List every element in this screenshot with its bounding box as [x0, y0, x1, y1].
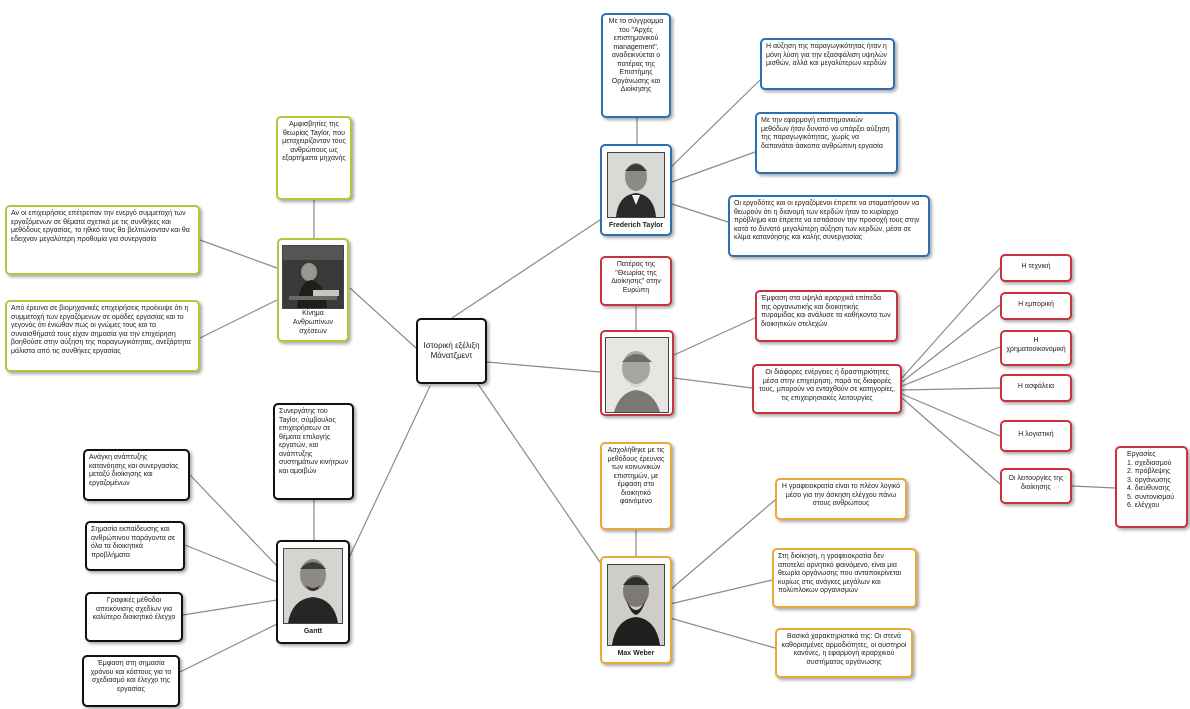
weber-note-1-text: Η γραφειοκρατία είναι το πλέον λογικό μέ… [781, 483, 901, 508]
fayol-title-note[interactable]: Πατέρας της "Θεωρίας της Διοίκησης" στην… [600, 256, 672, 306]
gantt-intro-text: Συνεργάτης του Taylor, σύμβουλος επιχειρ… [279, 408, 348, 475]
weber-portrait [607, 564, 665, 646]
root-title: Ιστορική εξέλιξη Μάνατζμεντ [423, 341, 480, 360]
human-top-note[interactable]: Αμφισβητίες της θεωρίας Taylor, που μετα… [276, 116, 352, 200]
gantt-node[interactable]: Gantt [276, 540, 350, 644]
fayol-function-technical-text: Η τεχνική [1021, 263, 1051, 270]
admin-list-title: Εργασίες [1127, 451, 1156, 458]
fayol-function-admin-text: Οι λειτουργίες της διοίκησης [1008, 475, 1064, 491]
root-node[interactable]: Ιστορική εξέλιξη Μάνατζμεντ [416, 318, 487, 384]
taylor-note-3-text: Οι εργοδότες και οι εργαζόμενοι έπρεπε ν… [734, 200, 920, 242]
weber-intro-note[interactable]: Ασχολήθηκε με τις μεθόδους έρευνας των κ… [600, 442, 672, 530]
weber-node[interactable]: Max Weber [600, 556, 672, 664]
fayol-function-accounting-text: Η λογιστική [1018, 431, 1054, 438]
human-top-text: Αμφισβητίες της θεωρίας Taylor, που μετα… [282, 121, 346, 163]
fayol-function-technical[interactable]: Η τεχνική [1000, 254, 1072, 282]
fayol-activities-text: Οι διάφορες ενέργειες ή δραστηριότητες μ… [759, 369, 895, 402]
weber-intro-text: Ασχολήθηκε με τις μεθόδους έρευνας των κ… [607, 447, 665, 506]
gantt-portrait [283, 548, 343, 624]
fayol-node[interactable] [600, 330, 674, 416]
human-note-2[interactable]: Από έρευνα σε βιομηχανικές επιχειρήσεις … [5, 300, 200, 372]
fayol-function-commercial-text: Η εμπορική [1018, 301, 1054, 308]
admin-list-item: 4. διεύθυνσης [1127, 485, 1170, 493]
weber-note-2-text: Στη διοίκηση, η γραφειοκρατία δεν αποτελ… [778, 553, 902, 595]
taylor-portrait [607, 152, 665, 218]
admin-list-item: 1. σχεδιασμού [1127, 459, 1172, 467]
weber-caption: Max Weber [617, 650, 655, 657]
gantt-note-4[interactable]: Έμφαση στη σημασία χρόνου και κόστους γι… [82, 655, 180, 707]
fayol-function-financial-text: Η χρηματοοικονομική [1006, 337, 1066, 353]
taylor-note-2[interactable]: Με την εφαρμογή επιστημονικών μεθόδων ήτ… [755, 112, 898, 174]
human-note-2-text: Από έρευνα σε βιομηχανικές επιχειρήσεις … [11, 305, 191, 355]
gantt-note-1-text: Ανάγκη ανάπτυξης κατανόησης και συνεργασ… [89, 454, 179, 487]
human-note-1-text: Αν οι επιχειρήσεις επέτρεπαν την ενεργό … [11, 210, 190, 243]
fayol-function-security[interactable]: Η ασφάλεια [1000, 374, 1072, 402]
fayol-emphasis-text: Έμφαση στα υψηλά ιεραρχικά επίπεδα της ο… [761, 295, 891, 328]
taylor-note-3[interactable]: Οι εργοδότες και οι εργαζόμενοι έπρεπε ν… [728, 195, 930, 257]
human-relations-caption: Κίνημα Ανθρωπίνων σχέσεων [292, 310, 334, 335]
weber-note-1[interactable]: Η γραφειοκρατία είναι το πλέον λογικό μέ… [775, 478, 907, 520]
fayol-portrait [605, 337, 669, 413]
taylor-caption: Frederich Taylor [608, 222, 664, 229]
weber-note-3-text: Βασικά χαρακτηριστικά της: Οι στενά καθο… [781, 633, 907, 666]
taylor-note-1-text: Η αύξηση της παραγωγικότητας ήταν η μόνη… [766, 43, 888, 68]
gantt-note-2[interactable]: Σημασία εκπαίδευσης και ανθρώπινου παράγ… [85, 521, 185, 571]
weber-note-3[interactable]: Βασικά χαρακτηριστικά της: Οι στενά καθο… [775, 628, 913, 678]
fayol-emphasis-note[interactable]: Έμφαση στα υψηλά ιεραρχικά επίπεδα της ο… [755, 290, 898, 342]
admin-list-item: 3. οργάνωσης [1127, 476, 1171, 484]
fayol-function-accounting[interactable]: Η λογιστική [1000, 420, 1072, 452]
gantt-intro-note[interactable]: Συνεργάτης του Taylor, σύμβουλος επιχειρ… [273, 403, 354, 500]
taylor-book-note[interactable]: Με το σύγγραμμα του "Αρχές επιστημονικού… [601, 13, 671, 118]
gantt-note-3[interactable]: Γραφικές μέθοδοι απεικόνισης σχεδίων για… [85, 592, 183, 642]
fayol-function-financial[interactable]: Η χρηματοοικονομική [1000, 330, 1072, 366]
fayol-function-commercial[interactable]: Η εμπορική [1000, 292, 1072, 320]
taylor-note-1[interactable]: Η αύξηση της παραγωγικότητας ήταν η μόνη… [760, 38, 895, 90]
gantt-note-1[interactable]: Ανάγκη ανάπτυξης κατανόησης και συνεργασ… [83, 449, 190, 501]
admin-list-item: 6. ελέγχου [1127, 502, 1160, 510]
gantt-note-2-text: Σημασία εκπαίδευσης και ανθρώπινου παράγ… [91, 526, 176, 559]
fayol-activities-note[interactable]: Οι διάφορες ενέργειες ή δραστηριότητες μ… [752, 364, 902, 414]
taylor-node[interactable]: Frederich Taylor [600, 144, 672, 236]
fayol-function-admin[interactable]: Οι λειτουργίες της διοίκησης [1000, 468, 1072, 504]
taylor-book-text: Με το σύγγραμμα του "Αρχές επιστημονικού… [608, 18, 664, 94]
taylor-note-2-text: Με την εφαρμογή επιστημονικών μεθόδων ήτ… [761, 117, 890, 150]
human-relations-photo [282, 245, 344, 309]
admin-list-item: 2. πρόβλεψης [1127, 468, 1171, 476]
weber-note-2[interactable]: Στη διοίκηση, η γραφειοκρατία δεν αποτελ… [772, 548, 917, 608]
gantt-note-4-text: Έμφαση στη σημασία χρόνου και κόστους γι… [90, 660, 172, 693]
human-note-1[interactable]: Αν οι επιχειρήσεις επέτρεπαν την ενεργό … [5, 205, 200, 275]
admin-list-item: 5. συντονισμού [1127, 493, 1175, 501]
fayol-title-text: Πατέρας της "Θεωρίας της Διοίκησης" στην… [611, 261, 661, 294]
fayol-function-security-text: Η ασφάλεια [1017, 383, 1055, 390]
fayol-admin-list[interactable]: Εργασίες 1. σχεδιασμού 2. πρόβλεψης 3. ο… [1115, 446, 1188, 528]
human-relations-node[interactable]: Κίνημα Ανθρωπίνων σχέσεων [277, 238, 349, 342]
gantt-note-3-text: Γραφικές μέθοδοι απεικόνισης σχεδίων για… [92, 597, 176, 622]
gantt-caption: Gantt [303, 628, 323, 635]
